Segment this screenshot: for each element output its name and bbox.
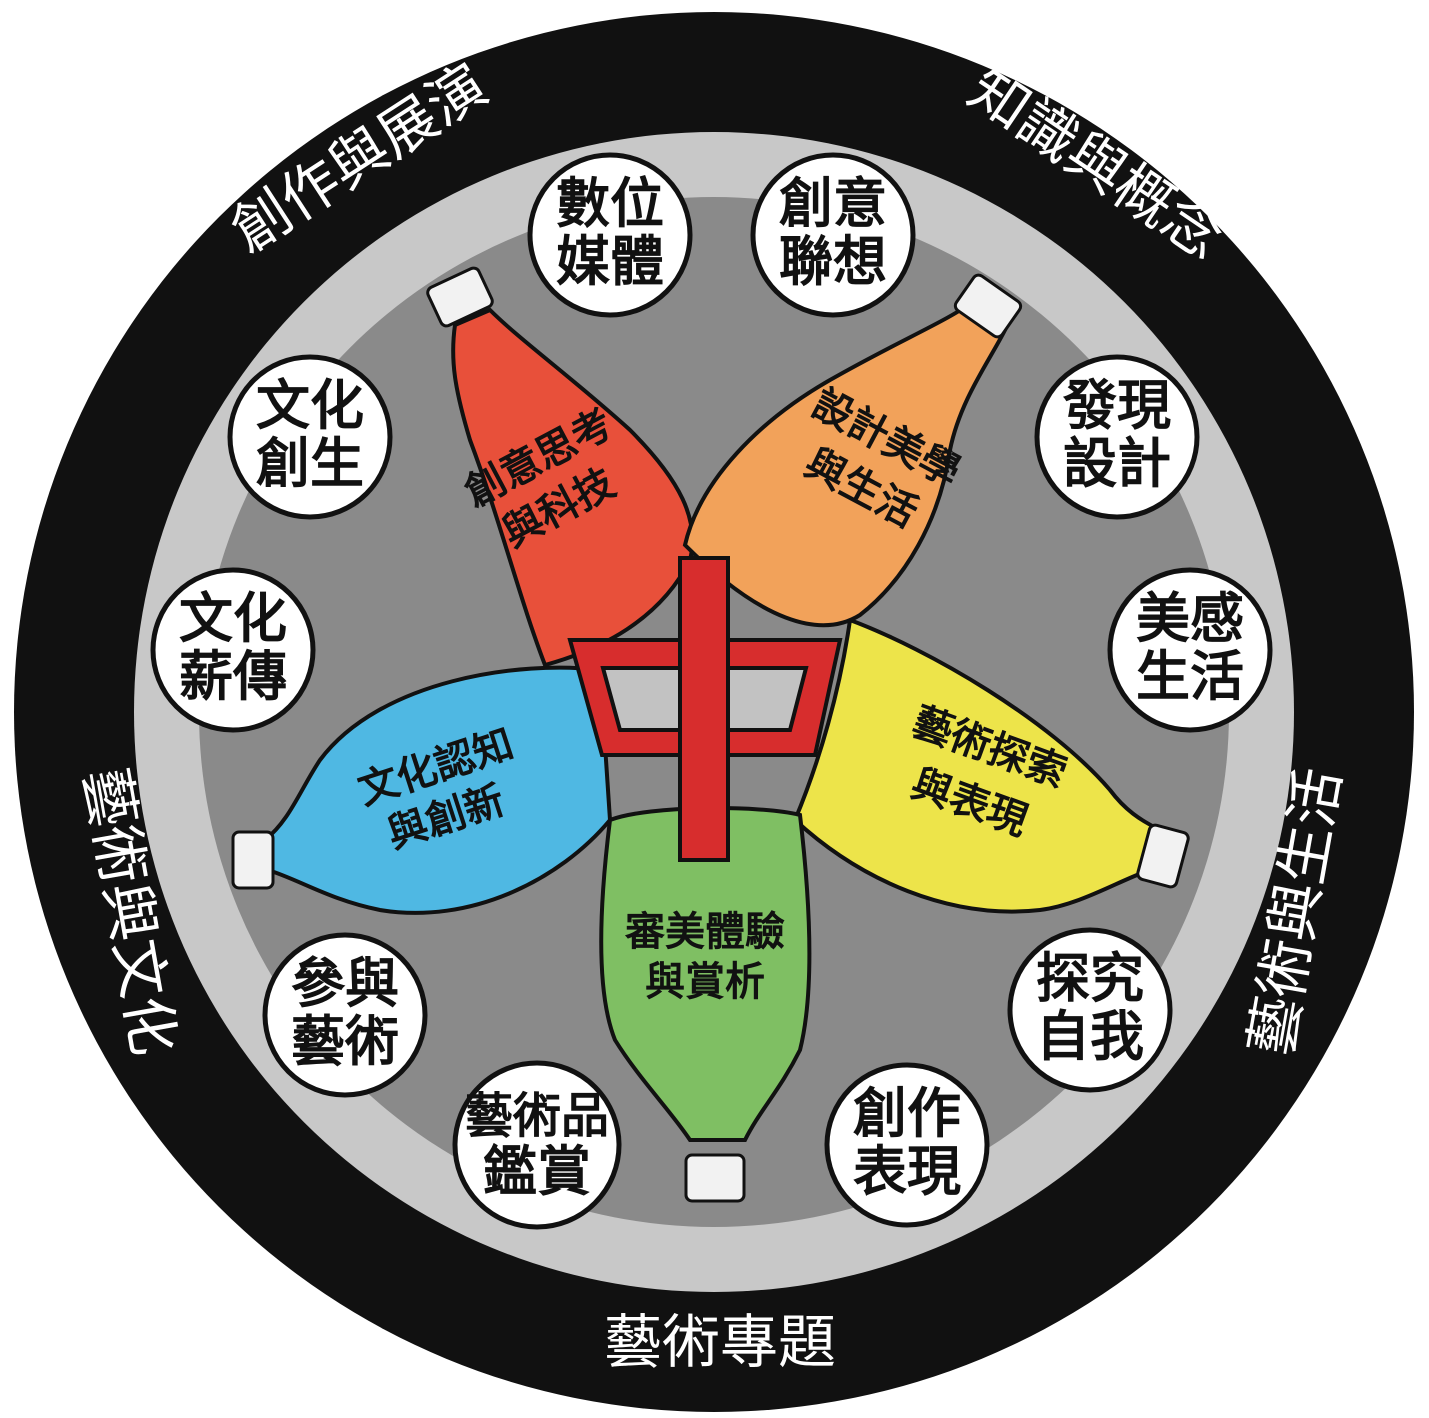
petal-green-line2: 與賞析	[645, 959, 765, 1005]
circle-cultural-heritage: 文化 薪傳	[153, 570, 313, 730]
circle-cultural-creation: 文化 創生	[230, 357, 390, 517]
circle-c5-line2: 自我	[1036, 1005, 1144, 1068]
circle-discover-design: 發現 設計	[1037, 357, 1197, 517]
bottle-cap-blue-icon	[233, 832, 273, 888]
ring-label-bottom-text: 藝術專題	[604, 1308, 836, 1376]
circle-c1-line2: 媒體	[556, 230, 664, 293]
ring-label-bottom: 藝術專題	[604, 1308, 836, 1376]
circle-c8-line1: 參與	[291, 952, 399, 1015]
circle-explore-self: 探究 自我	[1010, 930, 1170, 1090]
circle-digital-media: 數位 媒體	[530, 155, 690, 315]
circle-c1-line1: 數位	[556, 172, 664, 235]
circle-c2-line2: 聯想	[779, 230, 887, 293]
circle-c5-line1: 探究	[1036, 947, 1144, 1010]
circle-c10-line2: 創生	[256, 432, 364, 495]
circle-c2-line1: 創意	[779, 172, 887, 235]
circle-creative-association: 創意 聯想	[753, 155, 913, 315]
circle-c10-line1: 文化	[256, 374, 364, 437]
circle-c7-line1: 藝術品	[465, 1088, 609, 1144]
circle-c6-line1: 創作	[853, 1082, 961, 1145]
bottle-cap-green-icon	[686, 1155, 744, 1201]
circle-c4-line2: 生活	[1136, 645, 1244, 708]
circle-c3-line2: 設計	[1063, 432, 1171, 495]
circle-c7-line2: 鑑賞	[483, 1140, 591, 1203]
circle-c6-line2: 表現	[853, 1140, 961, 1203]
circle-c8-line2: 藝術	[291, 1010, 399, 1073]
circle-creative-expression: 創作 表現	[827, 1065, 987, 1225]
circle-aesthetic-life: 美感 生活	[1110, 570, 1270, 730]
circle-c9-line1: 文化	[179, 587, 287, 650]
circle-participate-art: 參與 藝術	[265, 935, 425, 1095]
petal-green-line1: 審美體驗	[624, 909, 785, 955]
circle-c3-line1: 發現	[1062, 374, 1171, 437]
circle-c9-line2: 薪傳	[179, 645, 287, 708]
circle-artwork-appreciation: 藝術品 鑑賞	[455, 1063, 619, 1227]
circle-c4-line1: 美感	[1136, 587, 1244, 650]
